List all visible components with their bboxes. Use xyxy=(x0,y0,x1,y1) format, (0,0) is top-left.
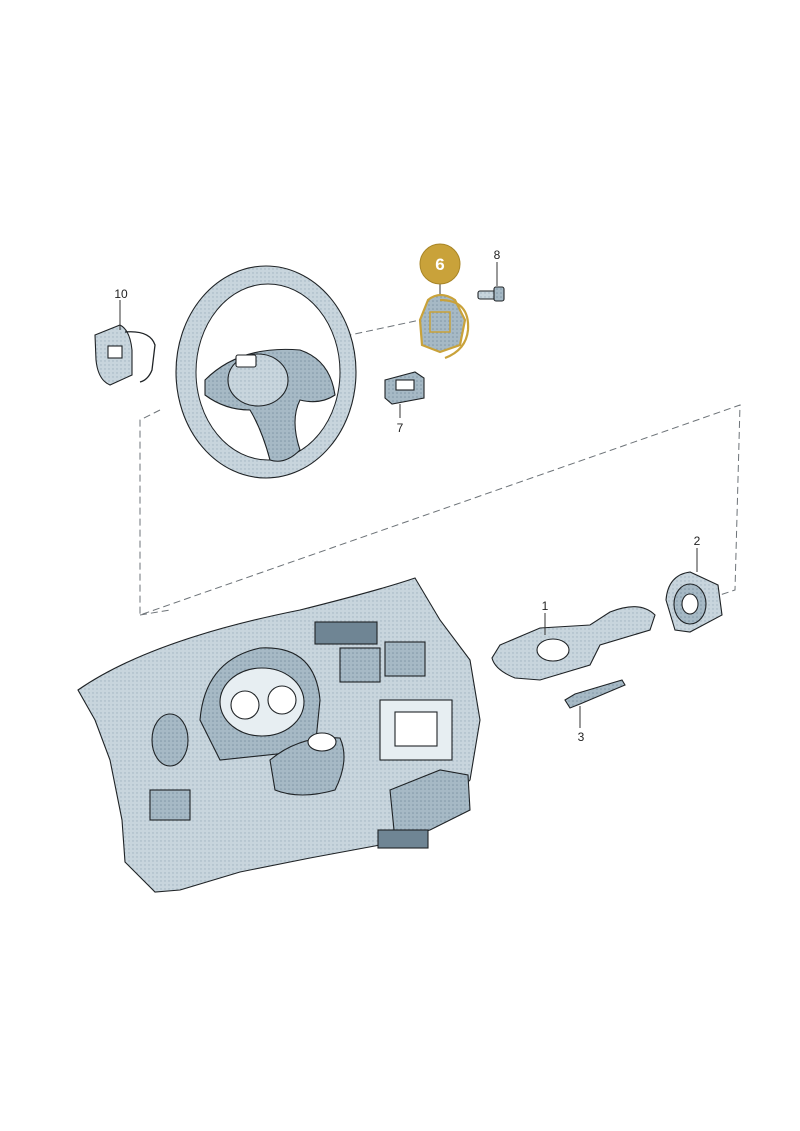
part-7-switch xyxy=(384,371,425,405)
label-10[interactable]: 10 xyxy=(114,287,128,301)
steering-wheel xyxy=(175,265,357,479)
label-1[interactable]: 1 xyxy=(542,599,549,613)
part-3-sensor xyxy=(564,679,626,709)
callout-6-badge[interactable]: 6 xyxy=(419,243,461,285)
part-2-clock-spring xyxy=(665,571,723,633)
part-10-wheel-switch xyxy=(94,324,156,386)
label-2[interactable]: 2 xyxy=(694,534,701,548)
part-8-screw xyxy=(477,286,505,302)
label-3[interactable]: 3 xyxy=(578,730,585,744)
part-1-combination-switch xyxy=(491,606,656,681)
leader-lines xyxy=(119,262,698,728)
callout-6-text: 6 xyxy=(435,255,444,274)
part-6-highlighted-control-unit xyxy=(418,293,470,360)
label-8[interactable]: 8 xyxy=(494,248,501,262)
dashboard xyxy=(77,577,481,893)
label-7[interactable]: 7 xyxy=(397,421,404,435)
